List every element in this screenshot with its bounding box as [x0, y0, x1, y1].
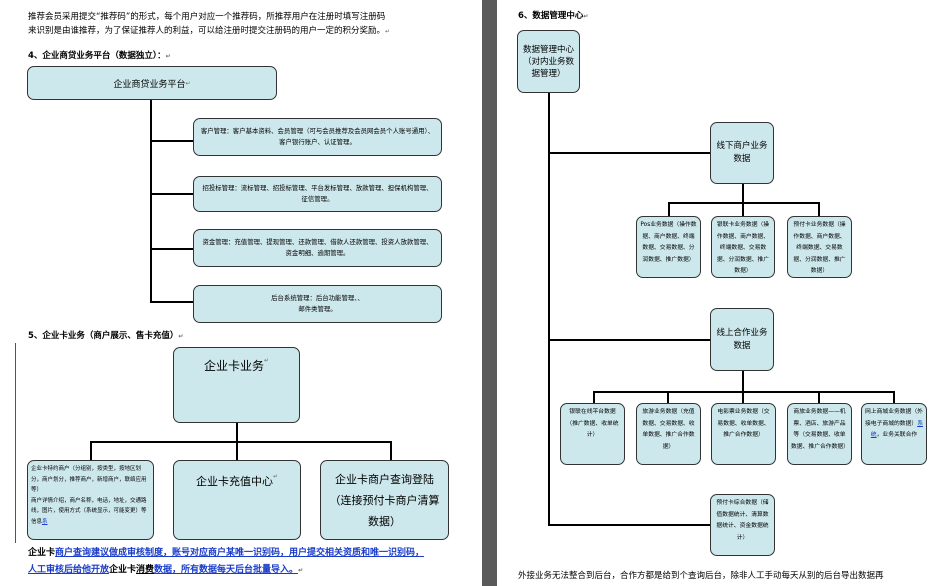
offline-merchant-data-box: 线下商户业务数据	[710, 122, 774, 184]
online-mall-data-box: 网上商城业务数据（外接电子商城的数据）系统，业务关联合作	[861, 403, 927, 465]
intro-paragraph: 推荐会员采用提交“推荐码”的形式，每个用户对应一个推荐码，所推荐用户在注册时填写…	[28, 10, 480, 39]
section-5-footer-paragraph: 企业卡商户查询建议做成审核制度，账号对应商户某唯一识别码，用户提交相关资质和唯一…	[28, 545, 480, 579]
merchant-query-login-box: 企业卡商户查询登陆（连接预付卡商户清算数据）	[320, 460, 449, 540]
connector-line	[150, 193, 194, 195]
section-5-heading: 5、企业卡业务（商户展示、售卡充值）↵	[28, 331, 184, 341]
connector-line	[742, 391, 744, 404]
pos-data-box: Pos业务数据（操作数据、商户数据、终端数据、交易数据、分润数据、推广数据）	[636, 216, 701, 278]
connector-line	[236, 441, 238, 461]
footer-line-1: 企业卡商户查询建议做成审核制度，账号对应商户某唯一识别码，用户提交相关资质和唯一…	[28, 548, 425, 558]
online-partner-data-box: 线上合作业务数据	[710, 308, 774, 371]
connector-line	[818, 391, 820, 404]
unionpay-card-data-box: 银联卡业务数据（操作数据、商户数据、终端数据、交易数据、分润数据、推广数据）	[711, 216, 775, 278]
connector-line	[593, 391, 894, 393]
connector-line	[668, 202, 819, 204]
connector-line	[818, 202, 820, 217]
loan-platform-root-box: 企业商贷业务平台↵	[27, 66, 277, 100]
right-page: 6、数据管理中心↵ 数据管理中心（对内业务数据管理） 线下商户业务数据 Pos业…	[497, 0, 948, 586]
connector-line	[236, 423, 238, 441]
connector-line	[150, 140, 194, 142]
backend-system-box: 后台系统管理：后台功能管理、、 邮件类管理。	[193, 285, 442, 323]
connector-line	[548, 524, 711, 526]
connector-line	[150, 301, 194, 303]
section-6-heading: 6、数据管理中心↵	[518, 11, 589, 21]
connector-line	[893, 391, 895, 404]
connector-line	[742, 202, 744, 217]
connector-line	[742, 184, 744, 202]
intro-line-2: 来识别是由谁推荐，为了保证推荐人的利益，可以给注册时提交注册码的用户一定的积分奖…	[28, 26, 391, 36]
mall-system-link[interactable]: 系统	[870, 420, 923, 439]
connector-line	[150, 248, 194, 250]
prepaid-comprehensive-data-box: 预付卡综合数据（储值数据统计、清算数据统计、资金数据统计）	[710, 494, 775, 556]
left-page: 推荐会员采用提交“推荐码”的形式，每个用户对应一个推荐码，所推荐用户在注册时填写…	[0, 0, 482, 586]
prepaid-card-data-box: 预付卡业务数据（操作数据、商户数据、终端数据、交易数据、分润数据、推广数据）	[787, 216, 852, 278]
connector-line	[548, 152, 711, 154]
connector-line	[390, 441, 392, 461]
connector-line	[548, 339, 711, 341]
connector-line	[668, 202, 670, 217]
card-recharge-center-box: 企业卡充值中心↵	[173, 460, 301, 540]
section-4-heading: 4、企业商贷业务平台（数据独立）：↵	[28, 51, 171, 61]
enterprise-card-root-box: 企业卡业务↵	[173, 347, 300, 423]
connector-line	[150, 100, 152, 302]
movie-ticket-data-box: 电影票业务数据（交易数据、收单数据、推广合作数据）	[711, 403, 776, 465]
funds-management-box: 资金管理：充值管理、提现管理、还款管理、借款人还款管理、投资人放款管理、资金明细…	[193, 229, 442, 267]
connector-line	[593, 391, 595, 404]
data-center-root-box: 数据管理中心（对内业务数据管理）	[517, 30, 580, 93]
connector-line	[90, 441, 92, 461]
page-divider	[482, 0, 497, 586]
connector-line	[667, 391, 669, 404]
business-travel-data-box: 商旅业务数据——机票、酒店、旅游产品等（交易数据、收单数据、推广合作数据）	[787, 403, 852, 465]
travel-business-data-box: 旅游业务数据（充值数据、交易数据、收单数据、推广合作数据）	[636, 403, 701, 465]
margin-line	[15, 343, 16, 543]
connector-line	[742, 371, 744, 391]
connector-line	[548, 93, 550, 524]
customer-management-box: 客户管理：客户基本资料、会员管理（可与会员推荐及会员网会员个人账号通用）、客户银…	[193, 118, 442, 156]
unionpay-online-data-box: 银联在线平台数据（推广数据、收单统计）	[560, 403, 625, 465]
bidding-management-box: 招投标管理：流标管理、招投标管理、平台发标管理、放款管理、担保机构管理、征信管理…	[193, 176, 442, 212]
intro-line-1: 推荐会员采用提交“推荐码”的形式，每个用户对应一个推荐码，所推荐用户在注册时填写…	[28, 12, 386, 22]
section-6-footer-text: 外接业务无法整合到后台，合作方都是给到个查询后台，除非人工手动每天从别的后台导出…	[518, 571, 884, 581]
connector-line	[90, 441, 390, 443]
merchant-system-link[interactable]: 系	[42, 518, 48, 525]
footer-line-2: 人工审核后给他开放企业卡消费数据，所有数据每天后台批量导入。↵	[28, 565, 304, 575]
merchant-list-box: 企业卡特约商户（分组别，按类型，按地区划分，商户划分，推荐商户，新增商户，联络应…	[27, 460, 154, 540]
